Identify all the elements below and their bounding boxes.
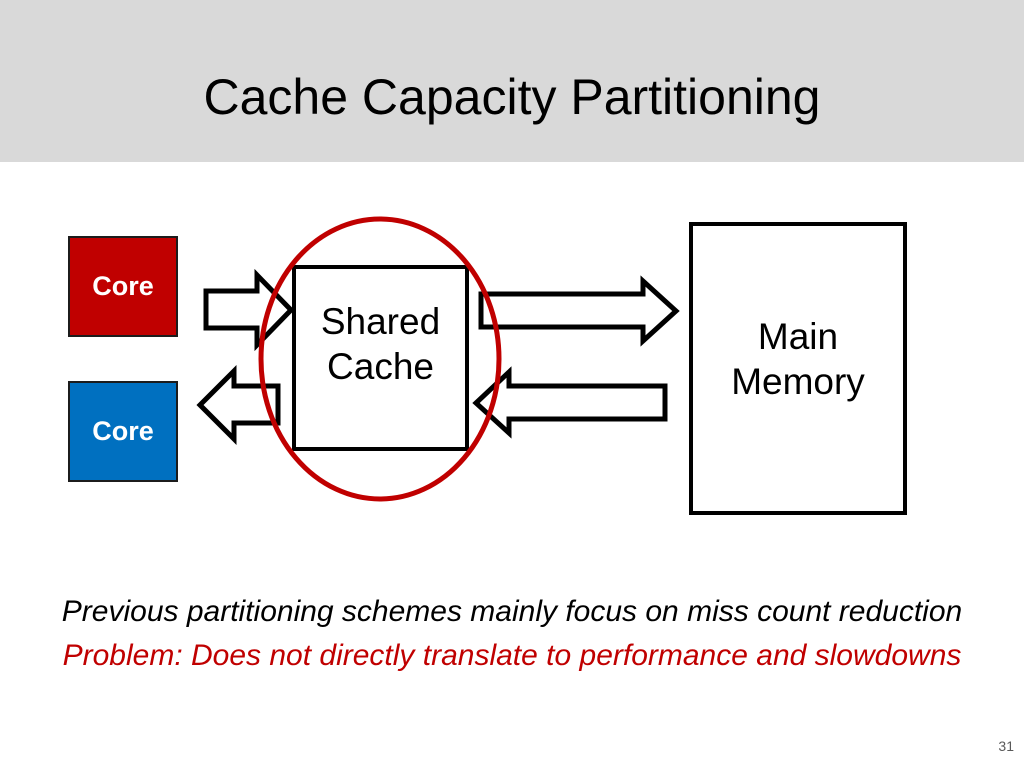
- core-label: Core: [92, 271, 154, 301]
- caption-line1: Previous partitioning schemes mainly foc…: [61, 595, 963, 628]
- core-box-blue: Core: [68, 381, 178, 482]
- arrow-core-to-cache: [203, 268, 295, 352]
- title-band: [0, 0, 1024, 162]
- cache-label-line2: Cache: [327, 346, 434, 387]
- highlight-ellipse: [258, 216, 502, 502]
- arrow-cache-to-memory: [478, 275, 680, 347]
- page-number: 31: [998, 738, 1014, 754]
- slide-title: Cache Capacity Partitioning: [203, 69, 821, 125]
- core-label: Core: [92, 416, 154, 446]
- memory-label-line2: Memory: [731, 360, 865, 402]
- memory-label-line1: Main: [757, 315, 839, 357]
- main-memory-box: Main Memory: [689, 222, 907, 515]
- core-box-red: Core: [68, 236, 178, 337]
- cache-label-line1: Shared: [320, 301, 441, 342]
- arrow-memory-to-cache: [472, 366, 668, 439]
- shared-cache-box: Shared Cache: [292, 265, 469, 451]
- arrow-cache-to-core: [196, 364, 281, 446]
- caption-line2-problem: Problem: Does not directly translate to …: [62, 639, 962, 672]
